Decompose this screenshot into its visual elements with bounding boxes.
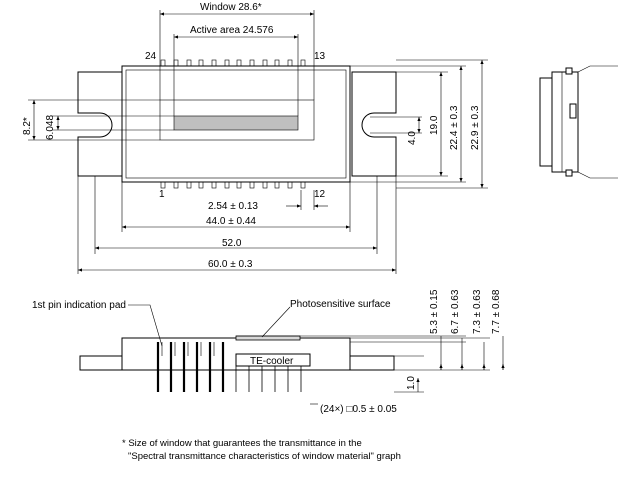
end-view <box>539 65 618 179</box>
window-outline <box>159 99 315 141</box>
top-pins <box>160 59 306 67</box>
bottom-pins <box>160 181 306 189</box>
dim-6-7: 6.7 ± 0.63 <box>450 289 461 334</box>
photosensitive-label: Photosensitive surface <box>290 299 391 310</box>
dim-5-3: 5.3 ± 0.15 <box>429 289 440 334</box>
top-view <box>28 10 488 274</box>
dim-52: 52.0 <box>222 238 242 249</box>
dim-7-7: 7.7 ± 0.68 <box>491 289 502 334</box>
pin-12-label: 12 <box>314 189 326 200</box>
dim-22-9: 22.9 ± 0.3 <box>470 105 481 150</box>
dim-6-048: 6.048 <box>45 115 56 140</box>
pin-spec-label: (24×) □0.5 ± 0.05 <box>320 404 397 415</box>
pin1-pad-label: 1st pin indication pad <box>32 300 126 311</box>
dim-19-0: 19.0 <box>429 115 440 135</box>
footnote-line-1: * Size of window that guarantees the tra… <box>122 438 362 449</box>
dim-44: 44.0 ± 0.44 <box>206 216 256 227</box>
photosensitive-strip <box>235 335 301 341</box>
active-area-label: Active area 24.576 <box>190 25 274 36</box>
window-label: Window 28.6* <box>200 2 262 13</box>
tecooler-box <box>235 353 311 367</box>
pin-24-label: 24 <box>145 51 157 62</box>
right-flange <box>351 71 397 177</box>
dim-4-0: 4.0 <box>407 131 418 145</box>
dim-22-4: 22.4 ± 0.3 <box>449 105 460 150</box>
side-view <box>79 304 505 405</box>
dim-60: 60.0 ± 0.3 <box>208 259 253 270</box>
dim-1-0: 1.0 <box>406 376 417 390</box>
active-area <box>173 115 299 131</box>
side-pins <box>156 342 302 392</box>
package-inner-outline <box>125 69 347 179</box>
dim-7-3: 7.3 ± 0.63 <box>472 289 483 334</box>
footnote-line-2: "Spectral transmittance characteristics … <box>128 451 401 462</box>
pitch-dim: 2.54 ± 0.13 <box>208 201 258 212</box>
pin-13-label: 13 <box>314 51 326 62</box>
dim-8-2: 8.2* <box>22 117 33 135</box>
pin-1-label: 1 <box>159 189 165 200</box>
left-flange <box>77 71 123 177</box>
tecooler-label: TE-cooler <box>250 356 294 367</box>
